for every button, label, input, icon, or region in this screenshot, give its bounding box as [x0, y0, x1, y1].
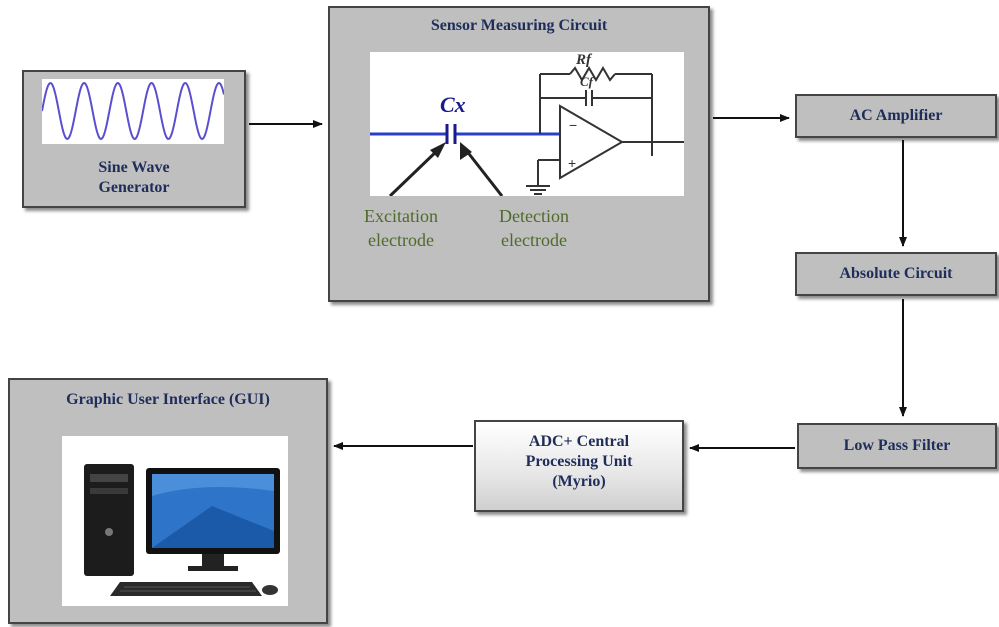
desktop-computer-icon: [84, 464, 280, 596]
cx-label: Cx: [440, 92, 466, 117]
gui-block: Graphic User Interface (GUI): [8, 378, 328, 624]
low-pass-filter-block: Low Pass Filter: [797, 423, 997, 469]
ac-amplifier-block: AC Amplifier: [795, 94, 997, 138]
excitation-arrow-head: [430, 142, 446, 158]
sine-wave-display: [41, 79, 225, 144]
op-amp-minus: −: [569, 117, 577, 133]
low-pass-filter-label: Low Pass Filter: [843, 437, 951, 454]
sine-wave-label-line1: Sine Wave: [98, 159, 170, 176]
circuit-panel: Cx − + Rf Cf: [370, 52, 684, 198]
op-amp-plus: +: [568, 155, 576, 171]
rf-label: Rf: [575, 52, 593, 68]
sensor-measuring-circuit-block: Sensor Measuring Circuit Cx − + Rf Cf: [328, 6, 710, 302]
cf-label: Cf: [580, 74, 595, 89]
sine-wave-label-line2: Generator: [98, 179, 170, 196]
ac-amplifier-label: AC Amplifier: [849, 107, 943, 124]
excitation-electrode-label: Excitation electrode: [364, 206, 438, 251]
sine-wave-generator-block: Sine Wave Generator: [22, 70, 246, 208]
gui-title: Graphic User Interface (GUI): [66, 391, 270, 408]
sine-wave-generator-label: Sine Wave Generator: [24, 158, 244, 198]
absolute-circuit-label: Absolute Circuit: [839, 265, 953, 282]
adc-cpu-label: ADC+ Central Processing Unit (Myrio): [525, 433, 633, 490]
circuit-schematic: Cx − + Rf Cf: [370, 52, 684, 198]
rf-resistor: [569, 66, 616, 82]
detection-arrow-shaft: [464, 149, 504, 197]
detection-arrow-head: [460, 142, 472, 160]
absolute-circuit-block: Absolute Circuit: [795, 252, 997, 296]
sensor-measuring-circuit-title: Sensor Measuring Circuit: [430, 17, 608, 34]
detection-electrode-label: Detection electrode: [499, 206, 569, 251]
adc-cpu-block: ADC+ Central Processing Unit (Myrio): [474, 420, 684, 512]
op-amp-symbol: [559, 104, 624, 180]
excitation-arrow-shaft: [388, 146, 442, 198]
computer-image-panel: [62, 436, 288, 606]
sine-wave-graphic: [41, 81, 225, 141]
